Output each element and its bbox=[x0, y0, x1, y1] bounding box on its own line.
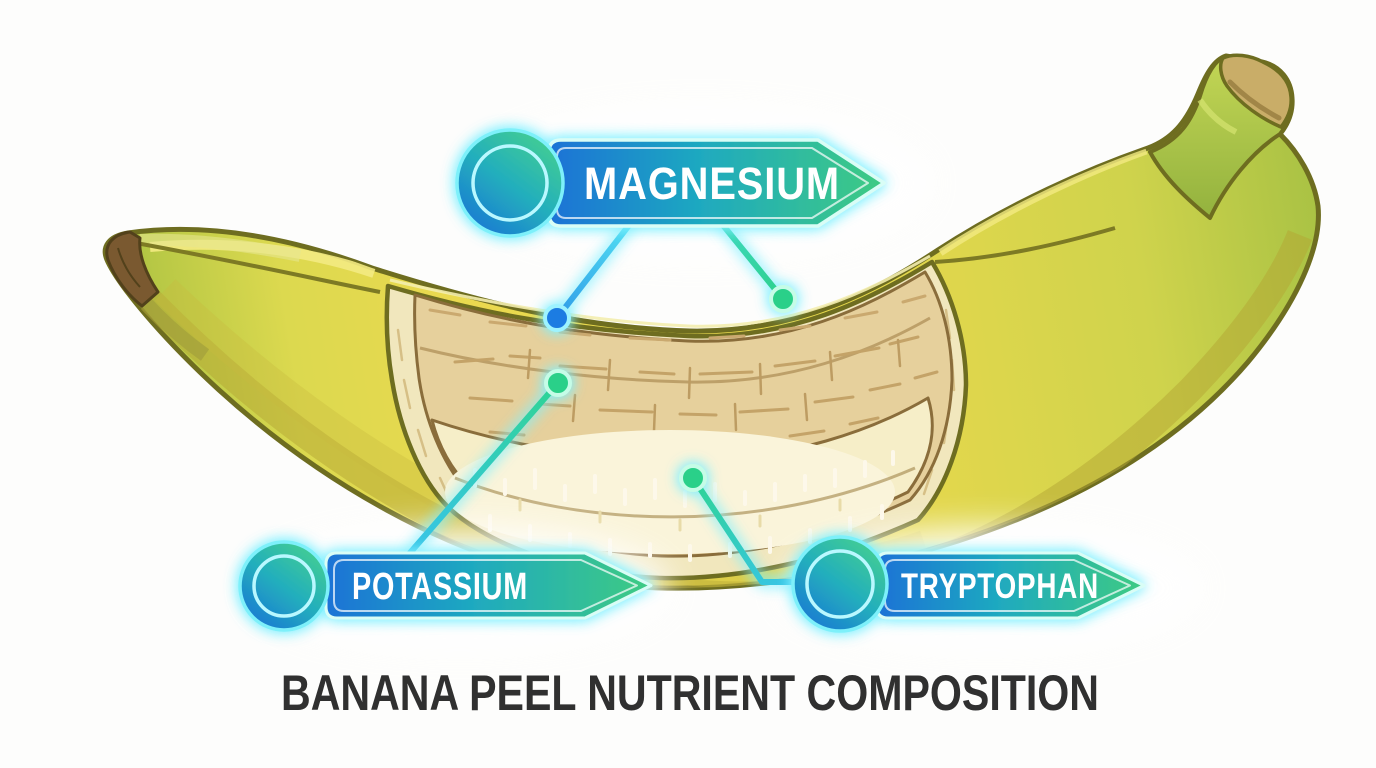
dot-magnesium-left bbox=[543, 304, 571, 332]
dot-magnesium-right bbox=[769, 285, 797, 313]
label-tryptophan: TRYPTOPHAN bbox=[791, 535, 1146, 633]
magnesium-label-text: MAGNESIUM bbox=[584, 158, 840, 209]
peel-ridge-right bbox=[934, 226, 1116, 264]
leader-lines bbox=[406, 221, 803, 585]
banana-stem bbox=[1148, 53, 1295, 220]
leader-magnesium-right bbox=[719, 221, 786, 302]
banana-tip bbox=[105, 230, 160, 308]
tryptophan-label-text: TRYPTOPHAN bbox=[901, 567, 1099, 606]
diagram-title: BANANA PEEL NUTRIENT COMPOSITION bbox=[281, 665, 1099, 721]
pith-crosshatch-vertical bbox=[526, 338, 902, 433]
dot-tryptophan bbox=[679, 464, 707, 492]
potassium-banner bbox=[324, 551, 653, 620]
pith-top-texture bbox=[428, 294, 927, 342]
peel-ridge-left bbox=[135, 241, 381, 294]
leader-magnesium-left bbox=[554, 221, 633, 321]
potassium-label-text: POTASSIUM bbox=[352, 566, 528, 608]
flesh-mid-line bbox=[454, 466, 916, 519]
flesh-highlight bbox=[445, 430, 895, 554]
label-magnesium: MAGNESIUM bbox=[455, 128, 886, 238]
dot-potassium bbox=[544, 369, 572, 397]
leader-tryptophan bbox=[690, 475, 803, 585]
stem-cut-face bbox=[1218, 53, 1293, 130]
leader-potassium bbox=[406, 380, 561, 557]
flesh-texture-dark bbox=[518, 498, 842, 532]
label-potassium: POTASSIUM bbox=[238, 540, 653, 632]
